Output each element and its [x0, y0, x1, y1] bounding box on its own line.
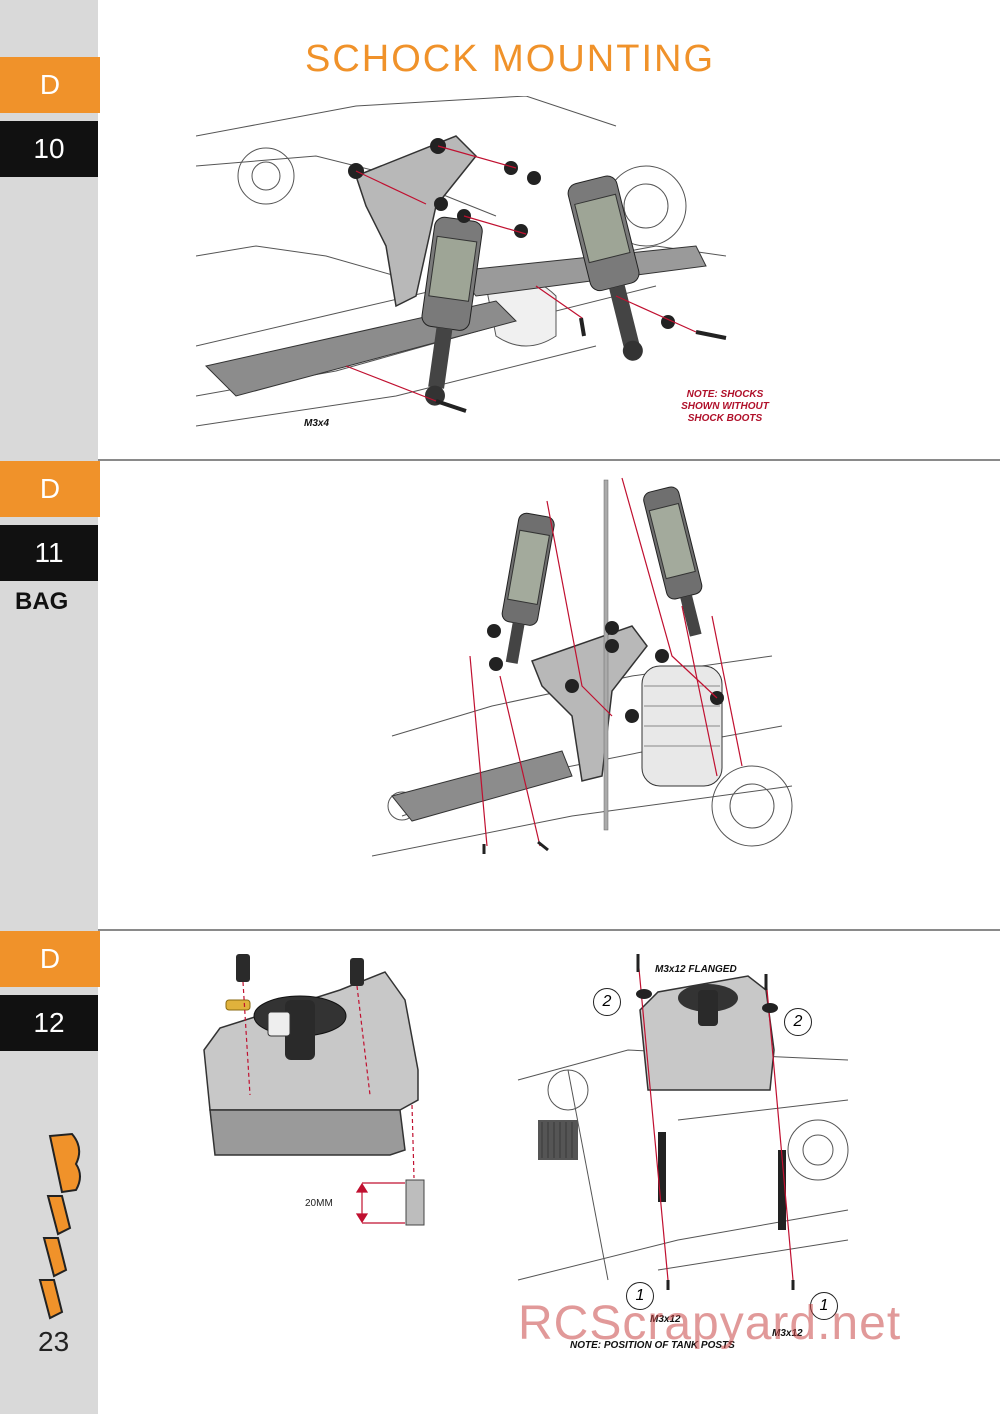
- section-divider: [98, 929, 1000, 931]
- top-screw-label: M3x12 FLANGED: [655, 964, 737, 975]
- step-number-tab: 10: [0, 121, 98, 177]
- step-number-tab: 12: [0, 995, 98, 1051]
- sidebar: [0, 0, 98, 1414]
- dimension-label: 20MM: [305, 1198, 333, 1209]
- shock-boot-note: NOTE: SHOCKS SHOWN WITHOUT SHOCK BOOTS: [660, 389, 790, 425]
- shock-mounting-diagram: [196, 96, 727, 427]
- brand-logo-icon: [38, 1132, 81, 1320]
- tank-installation-diagram: [517, 954, 849, 1290]
- watermark: RCScrapyard.net: [518, 1297, 902, 1350]
- note-line: SHOWN WITHOUT: [681, 401, 769, 412]
- bottom-screw-label-right: M3x12: [772, 1328, 803, 1339]
- fuel-tank-diagram: [203, 954, 425, 1226]
- callout-2-right: 2: [784, 1008, 812, 1036]
- rear-shock-tower-diagram: [372, 477, 793, 857]
- callout-1-right: 1: [810, 1292, 838, 1320]
- screw-size-label: M3x4: [304, 418, 330, 429]
- callout-2-left: 2: [593, 988, 621, 1016]
- step-letter-tab: D: [0, 461, 100, 517]
- step-letter-tab: D: [0, 931, 100, 987]
- bag-label: BAG: [15, 588, 69, 615]
- note-line: NOTE: SHOCKS: [686, 389, 764, 400]
- step-number-tab: 11: [0, 525, 98, 581]
- section-divider: [98, 459, 1000, 461]
- note-line: SHOCK BOOTS: [687, 413, 763, 424]
- tank-posts-note: NOTE: POSITION OF TANK POSTS: [570, 1340, 735, 1351]
- callout-1-left: 1: [626, 1282, 654, 1310]
- step-letter-tab: D: [0, 57, 100, 113]
- page-number: 23: [38, 1326, 70, 1357]
- bottom-screw-label-left: M3x12: [650, 1314, 681, 1325]
- page-title: SCHOCK MOUNTING: [305, 38, 715, 80]
